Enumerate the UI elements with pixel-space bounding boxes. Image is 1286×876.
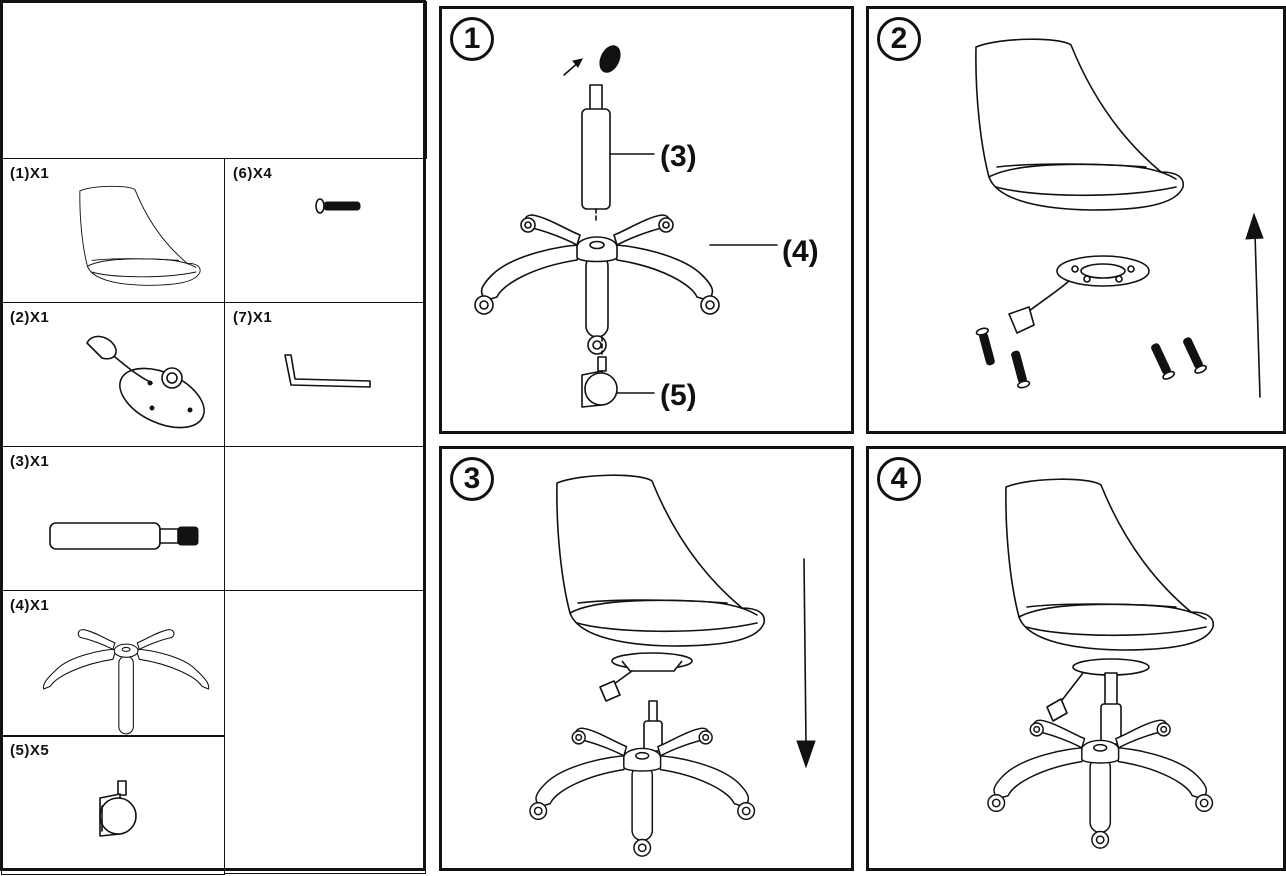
step-number: 1 bbox=[450, 17, 494, 61]
part-label: (2)X1 bbox=[10, 309, 50, 326]
allen-key-illustration bbox=[284, 354, 371, 388]
up-arrow-icon bbox=[1245, 212, 1264, 398]
step-2-panel: 2 bbox=[866, 6, 1286, 434]
part-label: (3)X1 bbox=[10, 453, 50, 470]
step-1-panel: 1 (3) (4) (5) bbox=[439, 6, 854, 434]
empty-cell-a bbox=[224, 446, 426, 591]
part-label: (7)X1 bbox=[233, 309, 273, 326]
caster-illustration bbox=[99, 780, 137, 837]
part-cell-4: (4)X1 bbox=[1, 590, 225, 737]
part-label: (1)X1 bbox=[10, 165, 50, 182]
step-3-illustration bbox=[529, 474, 816, 857]
step-1-illustration bbox=[474, 45, 778, 408]
step-2-illustration bbox=[975, 38, 1264, 398]
parts-header-blank bbox=[1, 1, 427, 159]
gas-lift-illustration bbox=[49, 522, 199, 550]
seat-plate-illustration bbox=[86, 335, 205, 429]
part-label: (6)X4 bbox=[233, 165, 273, 182]
down-arrow-icon bbox=[796, 558, 816, 769]
part-label: (4)X1 bbox=[10, 597, 50, 614]
callout-5: (5) bbox=[660, 379, 697, 412]
part-cell-5: (5)X5 bbox=[1, 735, 225, 875]
step-number: 3 bbox=[450, 457, 494, 501]
step-3-panel: 3 bbox=[439, 446, 854, 871]
part-cell-6: (6)X4 bbox=[224, 158, 426, 303]
part-label: (5)X5 bbox=[10, 742, 50, 759]
step-number: 4 bbox=[877, 457, 921, 501]
part-cell-3: (3)X1 bbox=[1, 446, 225, 591]
cap-arrow-icon bbox=[563, 45, 621, 76]
empty-cell-b bbox=[224, 590, 426, 874]
step-number: 2 bbox=[877, 17, 921, 61]
step-4-panel: 4 bbox=[866, 446, 1286, 871]
star-base-illustration bbox=[42, 629, 210, 735]
step-4-illustration bbox=[987, 478, 1215, 849]
part-cell-2: (2)X1 bbox=[1, 302, 225, 447]
part-cell-1: (1)X1 bbox=[1, 158, 225, 303]
callout-4: (4) bbox=[782, 235, 819, 268]
screw-illustration bbox=[315, 198, 361, 214]
callout-3: (3) bbox=[660, 140, 697, 173]
part-cell-7: (7)X1 bbox=[224, 302, 426, 447]
seat-shell-illustration bbox=[79, 185, 201, 286]
parts-list-panel: (1)X1 (6)X4 (2)X1 (7)X1 (3)X1 bbox=[0, 0, 427, 875]
